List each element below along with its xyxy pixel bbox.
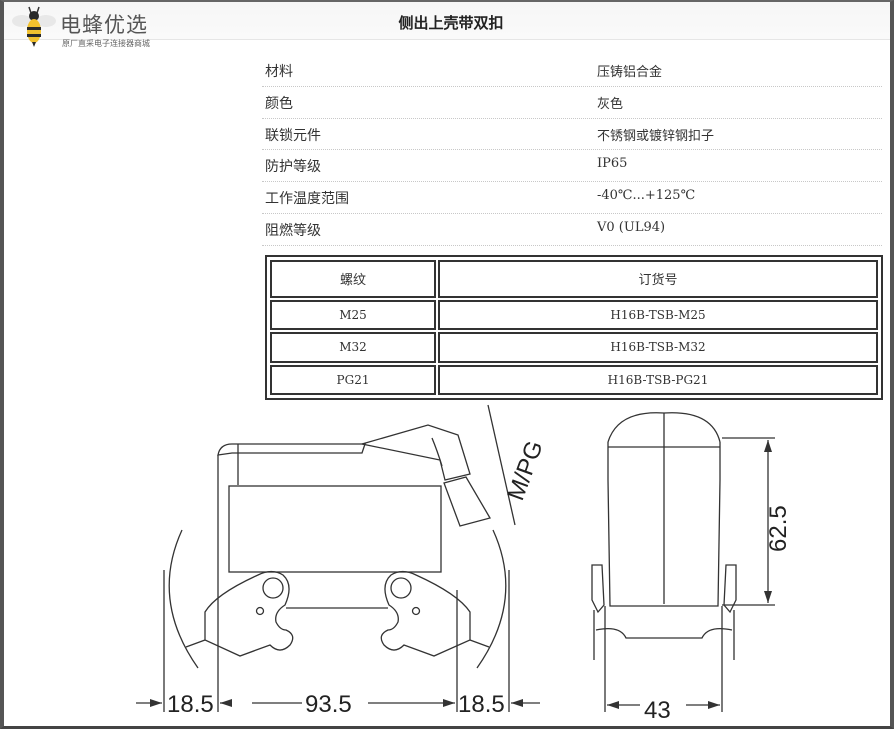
brand-slogan: 原厂直采电子连接器商城 — [62, 39, 150, 48]
table-row: M25 H16B-TSB-M25 — [270, 299, 878, 331]
spec-value: 灰色 — [597, 96, 624, 112]
spec-value: 不锈钢或镀锌钢扣子 — [597, 128, 715, 144]
cell-order-no: H16B-TSB-PG21 — [438, 364, 878, 395]
thread-label-mpg: M/PG — [502, 437, 548, 504]
spec-label: 工作温度范围 — [265, 191, 349, 208]
table-row: PG21 H16B-TSB-PG21 — [270, 364, 878, 395]
cell-thread: M25 — [270, 299, 436, 331]
cell-order-no: H16B-TSB-M25 — [438, 299, 878, 331]
front-view — [591, 412, 775, 712]
dim-93-5: 93.5 — [305, 691, 352, 718]
spec-value: IP65 — [597, 156, 628, 172]
table-header-row: 螺纹 订货号 — [270, 260, 878, 298]
header: 电蜂优选 原厂直采电子连接器商城 侧出上壳带双扣 — [4, 2, 890, 48]
spec-label: 联锁元件 — [265, 127, 321, 144]
table-row: M32 H16B-TSB-M32 — [270, 332, 878, 363]
spec-label: 颜色 — [265, 95, 293, 112]
cell-thread: M32 — [270, 332, 436, 363]
bee-icon — [12, 6, 56, 47]
page-title: 侧出上壳带双扣 — [398, 14, 504, 32]
brand-name: 电蜂优选 — [60, 13, 148, 37]
order-table: 螺纹 订货号 M25 H16B-TSB-M25 M32 H16B-TSB-M32… — [265, 255, 883, 400]
spec-row-locking: 联锁元件 不锈钢或镀锌钢扣子 — [262, 119, 882, 151]
column-header-thread: 螺纹 — [270, 260, 436, 298]
cell-order-no: H16B-TSB-M32 — [438, 332, 878, 363]
spec-row-material: 材料 压铸铝合金 — [262, 55, 882, 87]
cell-thread: PG21 — [270, 364, 436, 395]
spec-label: 材料 — [265, 64, 293, 80]
dim-left-18-5: 18.5 — [167, 691, 214, 718]
spec-label: 防护等级 — [265, 159, 321, 176]
spec-list: 材料 压铸铝合金 颜色 灰色 联锁元件 不锈钢或镀锌钢扣子 防护等级 IP65 … — [262, 55, 882, 246]
spec-value: -40℃...+125℃ — [597, 188, 696, 204]
spec-row-color: 颜色 灰色 — [262, 87, 882, 119]
technical-drawing: 18.5 93.5 18.5 M/PG 62.5 43 — [136, 404, 792, 724]
dim-right-18-5: 18.5 — [458, 691, 505, 718]
spec-label: 阻燃等级 — [265, 222, 321, 239]
spec-value: 压铸铝合金 — [597, 65, 663, 80]
spec-row-temperature: 工作温度范围 -40℃...+125℃ — [262, 182, 882, 214]
column-header-order-no: 订货号 — [438, 260, 878, 298]
dim-width-43: 43 — [644, 697, 671, 724]
side-view — [136, 404, 540, 712]
spec-value: V0 (UL94) — [597, 219, 666, 235]
spec-row-flammability: 阻燃等级 V0 (UL94) — [262, 214, 882, 246]
dim-height-62-5: 62.5 — [765, 505, 792, 552]
spec-row-protection: 防护等级 IP65 — [262, 150, 882, 183]
